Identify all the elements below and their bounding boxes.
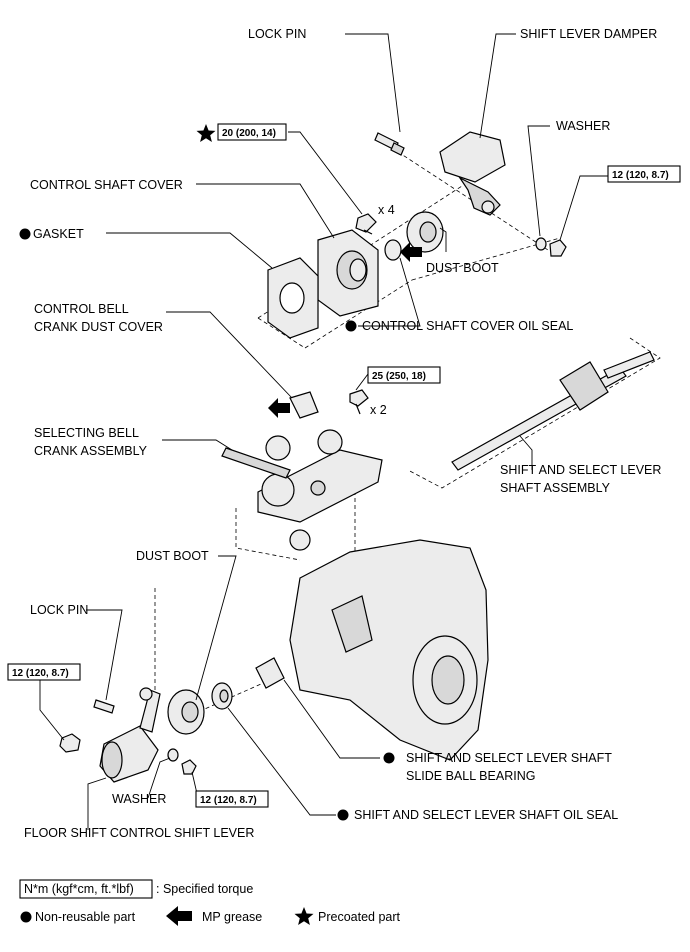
label-slide-ball-bearing-2: SLIDE BALL BEARING — [406, 769, 535, 783]
label-shift-lever-damper: SHIFT LEVER DAMPER — [520, 27, 657, 41]
legend-torque-box — [19, 879, 153, 899]
non-reusable-shaft-oil-seal-icon — [337, 809, 349, 821]
legend-precoated-text: Precoated part — [318, 910, 401, 924]
mp-grease-arrow-top — [400, 242, 422, 262]
label-dust-boot-top: DUST BOOT — [426, 261, 499, 275]
torque-box-12-bottom — [195, 790, 269, 808]
label-slide-ball-bearing-1: SHIFT AND SELECT LEVER SHAFT — [406, 751, 612, 765]
precoated-star-icon — [196, 124, 216, 142]
shaft-oil-seal-part — [211, 682, 233, 710]
torque-value-12-bottom: 12 (120, 8.7) — [200, 795, 257, 806]
floor-shift-lever-part — [99, 687, 161, 783]
label-control-shaft-cover: CONTROL SHAFT COVER — [30, 178, 183, 192]
label-dust-boot-bottom: DUST BOOT — [136, 549, 209, 563]
leader-lines — [39, 33, 610, 830]
lock-pin-bottom-part — [93, 699, 115, 714]
label-washer-top: WASHER — [556, 119, 610, 133]
dust-boot-top-part — [384, 211, 444, 261]
label-control-shaft-cover-oil-seal: CONTROL SHAFT COVER OIL SEAL — [362, 319, 573, 333]
legend: N*m (kgf*cm, ft.*lbf) : Specified torque… — [19, 879, 401, 926]
mp-grease-arrow-mid — [268, 398, 290, 418]
label-x2: x 2 — [370, 403, 387, 417]
shift-lever-damper-part — [439, 131, 506, 216]
label-floor-shift-lever: FLOOR SHIFT CONTROL SHIFT LEVER — [24, 826, 254, 840]
label-shift-select-shaft-1: SHIFT AND SELECT LEVER — [500, 463, 661, 477]
torque-value-25: 25 (250, 18) — [372, 371, 426, 382]
label-control-bell-crank-dust-cover-2: CRANK DUST COVER — [34, 320, 163, 334]
torque-box-12-top — [607, 165, 681, 183]
label-lock-pin-top: LOCK PIN — [248, 27, 306, 41]
control-shaft-cover-part — [317, 229, 379, 317]
label-control-bell-crank-dust-cover-1: CONTROL BELL — [34, 302, 129, 316]
torque-box-12-left — [7, 663, 81, 681]
legend-precoated-star-icon — [294, 907, 314, 925]
legend-torque-units: N*m (kgf*cm, ft.*lbf) — [24, 882, 134, 896]
shift-select-shaft-part — [451, 351, 655, 471]
washer-bottom-part — [167, 748, 179, 762]
torque-box-25 — [367, 366, 441, 384]
label-lock-pin-bottom: LOCK PIN — [30, 603, 88, 617]
torque-value-12-top: 12 (120, 8.7) — [612, 170, 669, 181]
label-selecting-bell-crank-2: CRANK ASSEMBLY — [34, 444, 148, 458]
dust-boot-bottom-part — [167, 689, 205, 735]
label-gasket: GASKET — [33, 227, 84, 241]
bolt-x4-part — [355, 213, 377, 235]
washer-nut-top-part — [535, 237, 567, 257]
label-shaft-oil-seal: SHIFT AND SELECT LEVER SHAFT OIL SEAL — [354, 808, 618, 822]
nut-bottom-right-part — [181, 759, 197, 775]
torque-value-12-left: 12 (120, 8.7) — [12, 668, 69, 679]
legend-mp-grease-text: MP grease — [202, 910, 262, 924]
label-shift-select-shaft-2: SHAFT ASSEMBLY — [500, 481, 611, 495]
label-washer-bottom: WASHER — [112, 792, 166, 806]
torque-box-20 — [217, 123, 287, 141]
selecting-bell-crank-part — [221, 429, 383, 551]
mp-grease-arrows — [268, 242, 422, 418]
gasket-part — [267, 257, 319, 339]
torque-value-20: 20 (200, 14) — [222, 128, 276, 139]
control-bell-crank-dust-cover-part — [289, 391, 319, 419]
slide-ball-bearing-part — [255, 657, 285, 689]
non-reusable-bearing-icon — [383, 752, 395, 764]
label-selecting-bell-crank-1: SELECTING BELL — [34, 426, 139, 440]
transmission-case-part — [289, 539, 489, 761]
label-x4: x 4 — [378, 203, 395, 217]
legend-mp-grease-arrow-icon — [166, 906, 192, 926]
lock-pin-top-part — [374, 132, 405, 156]
bolt-x2-part — [349, 389, 369, 415]
legend-torque-text: : Specified torque — [156, 882, 253, 896]
non-reusable-gasket-icon — [19, 228, 31, 240]
non-reusable-oil-seal-icon — [345, 320, 357, 332]
legend-non-reusable-text: Non-reusable part — [35, 910, 136, 924]
nut-bottom-left-part — [59, 733, 81, 753]
legend-non-reusable-icon — [20, 911, 32, 923]
